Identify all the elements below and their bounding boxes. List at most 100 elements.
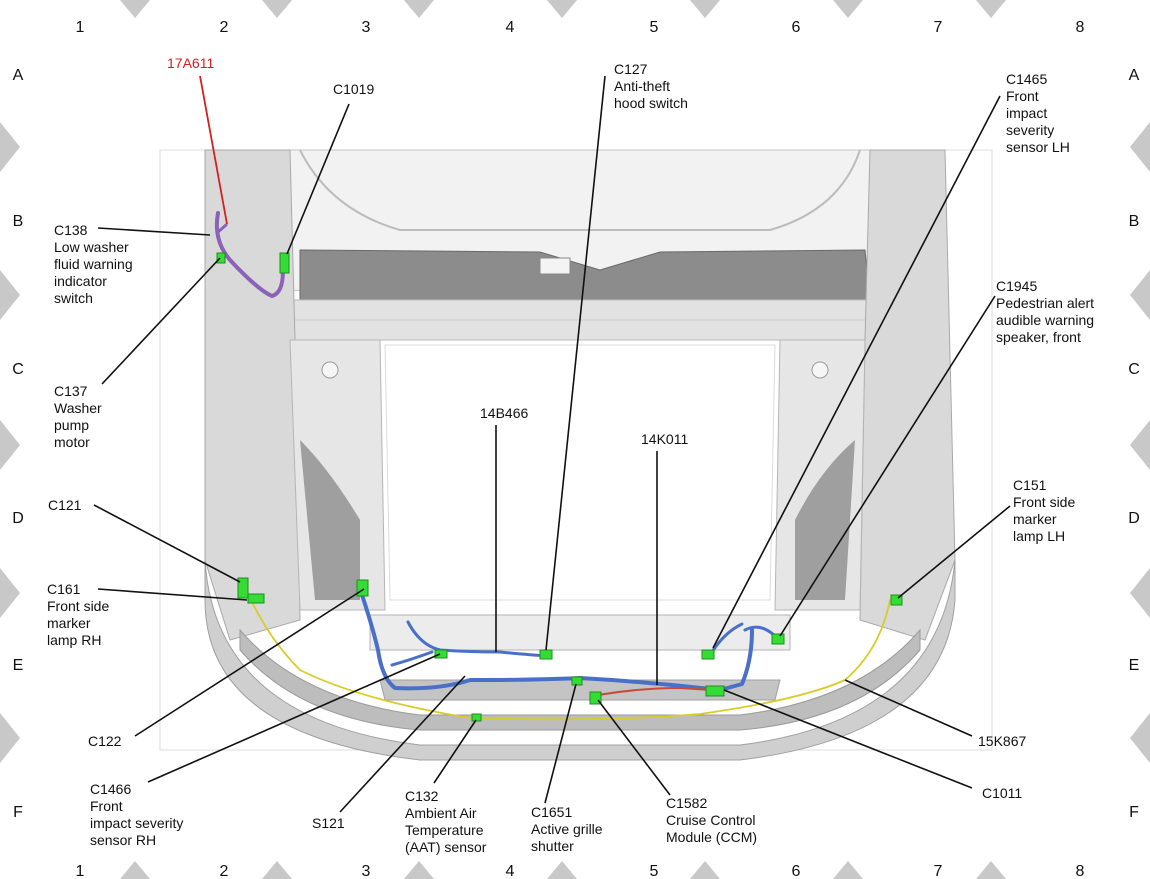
connector-c1466 — [434, 649, 448, 659]
front-harness-upper — [406, 620, 550, 658]
leader-c151 — [897, 505, 1011, 599]
leader-c1651 — [544, 683, 577, 804]
label-line: severity — [1006, 122, 1054, 138]
label-line: C1651 — [531, 804, 572, 820]
front-harness-branch — [390, 650, 434, 667]
fender-rh-side — [204, 149, 301, 641]
label-line: Cruise Control — [666, 812, 755, 828]
label-c137: C137 Washer pump motor — [54, 383, 102, 450]
label-c1465: C1465 Front impact severity sensor LH — [1006, 71, 1070, 155]
label-line: lamp RH — [47, 632, 101, 648]
label-line: Active grille — [531, 821, 603, 837]
label-line: C151 — [1013, 477, 1047, 493]
row-marker: F — [1129, 804, 1139, 821]
label-c127: C127 Anti-theft hood switch — [614, 61, 688, 111]
label-line: C1466 — [90, 781, 131, 797]
leader-c1466 — [147, 653, 441, 783]
label-line: C1465 — [1006, 71, 1047, 87]
label-line: Front side — [47, 598, 109, 614]
label-line: C132 — [405, 788, 439, 804]
label-line: Front — [90, 798, 123, 814]
label-line: marker — [47, 615, 91, 631]
connector-c127 — [539, 649, 553, 660]
row-marker: C — [12, 361, 24, 378]
leader-c1945 — [779, 295, 996, 637]
label-line: C1582 — [666, 795, 707, 811]
label-line: motor — [54, 434, 90, 450]
label-line: Front side — [1013, 494, 1075, 510]
label-c138: C138 Low washer fluid warning indicator … — [54, 222, 133, 306]
column-marker: 7 — [934, 19, 943, 36]
column-marker: 7 — [934, 863, 943, 879]
leader-c1582 — [597, 699, 671, 796]
connector-c161 — [247, 593, 265, 604]
label-line: C161 — [47, 581, 81, 597]
label-line: lamp LH — [1013, 528, 1065, 544]
label-c132: C132 Ambient Air Temperature (AAT) senso… — [405, 788, 487, 855]
label-line: marker — [1013, 511, 1057, 527]
washer-harness-branch — [216, 223, 228, 234]
front-bumper-cover — [204, 559, 956, 761]
leader-c122 — [134, 588, 365, 737]
leader-c161 — [97, 588, 248, 601]
column-marker: 4 — [506, 19, 515, 36]
column-marker: 5 — [650, 19, 659, 36]
label-line: C127 — [614, 61, 648, 77]
label-line: Temperature — [405, 822, 484, 838]
connector-c121 — [237, 577, 249, 599]
column-marker: 2 — [220, 19, 229, 36]
label-c1945: C1945 Pedestrian alert audible warning s… — [996, 278, 1094, 345]
label-line: (AAT) sensor — [405, 839, 487, 855]
label-c1011: C1011 — [982, 785, 1022, 801]
fender-lh-side — [859, 149, 956, 641]
column-marker: 5 — [650, 863, 659, 879]
label-line: Pedestrian alert — [996, 295, 1094, 311]
label-line: Ambient Air — [405, 805, 477, 821]
row-marker: A — [13, 67, 24, 84]
connector-c151 — [890, 594, 903, 606]
bumper-lower-beam — [239, 628, 921, 731]
ccm-harness — [597, 687, 713, 696]
label-line: shutter — [531, 838, 574, 854]
cowl-cover-tab — [539, 257, 571, 275]
leader-c132 — [433, 719, 477, 784]
leader-lines — [93, 75, 1011, 813]
leader-s121 — [339, 675, 466, 813]
column-marker: 6 — [792, 19, 801, 36]
leader-c138 — [97, 227, 211, 236]
label-line: switch — [54, 290, 93, 306]
label-line: Front — [1006, 88, 1039, 104]
connector-c132 — [471, 713, 482, 722]
row-marker: C — [1128, 361, 1140, 378]
row-marker: B — [13, 213, 24, 230]
callout-labels: 17A611 C1019 C127 Anti-theft hood switch… — [47, 55, 1094, 855]
bumper-beam — [369, 614, 791, 651]
row-marker: E — [13, 657, 24, 674]
connector-c1011 — [705, 685, 725, 697]
washer-harness — [214, 211, 285, 298]
row-marker: A — [1129, 67, 1140, 84]
row-marker: B — [1129, 213, 1140, 230]
label-line: C137 — [54, 383, 88, 399]
label-line: Anti-theft — [614, 78, 670, 94]
column-marker: 4 — [506, 863, 515, 879]
column-marker: 8 — [1076, 863, 1085, 879]
column-marker: 6 — [792, 863, 801, 879]
mount-hole — [321, 361, 339, 379]
column-markers-top: 1 2 3 4 5 6 7 8 — [76, 19, 1085, 36]
label-c151: C151 Front side marker lamp LH — [1013, 477, 1075, 544]
leader-c137 — [101, 257, 221, 385]
column-marker: 1 — [76, 863, 85, 879]
label-14k011: 14K011 — [641, 431, 688, 447]
connector-c1582 — [589, 691, 602, 705]
connector-c1945 — [771, 633, 785, 645]
label-c122: C122 — [88, 733, 122, 749]
label-s121: S121 — [312, 815, 345, 831]
label-line: Washer — [54, 400, 102, 416]
label-c1582: C1582 Cruise Control Module (CCM) — [666, 795, 757, 845]
column-marker: 8 — [1076, 19, 1085, 36]
connector-c1019 — [279, 252, 290, 274]
connector-c1465 — [701, 649, 715, 660]
rail-shadow-rh — [300, 440, 360, 600]
